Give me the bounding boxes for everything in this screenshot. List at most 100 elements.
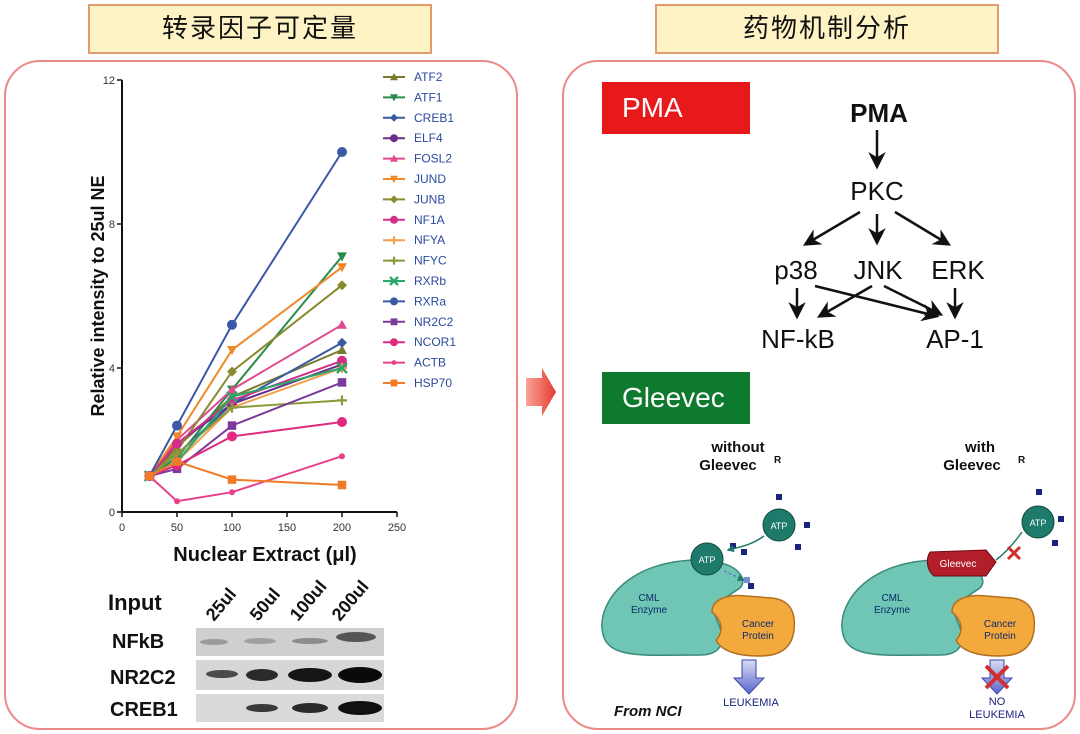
legend-label: NF1A bbox=[414, 213, 445, 227]
pma-pathway: PMA PKC p38 JNK ERK NF-kB AP-1 bbox=[761, 98, 985, 354]
legend-label: RXRa bbox=[414, 294, 446, 308]
pma-tag: PMA bbox=[602, 82, 750, 134]
wb-band bbox=[246, 704, 278, 712]
legend-label: ATF1 bbox=[414, 90, 443, 104]
pathway-arrows bbox=[788, 130, 964, 322]
data-point bbox=[172, 438, 182, 449]
block-x-icon bbox=[1006, 545, 1022, 561]
x-tick-label: 50 bbox=[171, 522, 183, 534]
legend-item: NFYA bbox=[383, 233, 445, 247]
enzyme-label: Enzyme bbox=[631, 605, 668, 616]
x-axis-label: Nuclear Extract (μl) bbox=[173, 544, 356, 566]
data-point bbox=[391, 360, 397, 365]
legend-item: RXRb bbox=[383, 274, 446, 288]
data-point bbox=[227, 366, 237, 377]
legend-label: RXRb bbox=[414, 274, 446, 288]
registered-mark: R bbox=[1018, 455, 1026, 466]
wb-band bbox=[292, 638, 328, 644]
legend-item: NF1A bbox=[383, 213, 445, 227]
data-point bbox=[390, 338, 398, 347]
registered-mark: R bbox=[774, 455, 782, 466]
cancer-protein-shape bbox=[951, 594, 1036, 657]
pathway-pma: PMA bbox=[850, 98, 908, 128]
transition-arrow bbox=[526, 368, 556, 416]
data-point bbox=[336, 362, 348, 374]
protein-label: Protein bbox=[984, 631, 1016, 642]
legend-item: NCOR1 bbox=[383, 335, 456, 349]
legend-item: CREB1 bbox=[383, 111, 454, 125]
atp-label: ATP bbox=[771, 521, 788, 531]
data-point bbox=[172, 432, 182, 442]
data-point bbox=[337, 395, 347, 406]
legend-item: NR2C2 bbox=[383, 315, 454, 329]
legend-label: NR2C2 bbox=[414, 315, 454, 329]
pathway-jnk: JNK bbox=[853, 255, 903, 285]
data-point bbox=[337, 252, 347, 262]
series-line bbox=[148, 151, 343, 477]
legend-item: FOSL2 bbox=[383, 152, 452, 166]
data-point bbox=[390, 94, 398, 102]
data-point bbox=[390, 134, 398, 143]
data-point bbox=[389, 276, 399, 286]
series-line bbox=[148, 266, 343, 477]
pathway-pkc: PKC bbox=[850, 176, 903, 206]
pathway-erk: ERK bbox=[931, 255, 985, 285]
legend-label: NFYC bbox=[414, 254, 447, 268]
western-blot: Input 25ul 50ul 100ul 200ul NFkB NR2C2 C… bbox=[108, 576, 384, 722]
data-point bbox=[390, 195, 398, 204]
data-point bbox=[390, 215, 398, 224]
wb-band bbox=[336, 632, 376, 642]
no-label: NO bbox=[989, 696, 1006, 708]
protein-label: Protein bbox=[742, 631, 774, 642]
legend-label: ELF4 bbox=[414, 131, 443, 145]
y-axis-label: Relative intensity to 25ul NE bbox=[88, 175, 108, 416]
data-point bbox=[227, 475, 237, 484]
legend-item: ACTB bbox=[383, 356, 446, 370]
wb-lane-label: 200ul bbox=[328, 576, 373, 624]
legend-item: JUND bbox=[383, 172, 446, 186]
with-label-gleevec: Gleevec bbox=[943, 457, 1001, 474]
data-point bbox=[337, 417, 347, 427]
data-point bbox=[227, 402, 237, 413]
legend-label: FOSL2 bbox=[414, 152, 452, 166]
data-point bbox=[390, 113, 398, 122]
series-line bbox=[148, 323, 343, 477]
legend-item: ELF4 bbox=[383, 131, 443, 145]
data-point bbox=[227, 421, 237, 430]
enzyme-label: Enzyme bbox=[874, 605, 911, 616]
without-label-gleevec: Gleevec bbox=[699, 457, 757, 474]
data-point bbox=[337, 480, 347, 490]
data-point bbox=[337, 355, 347, 366]
x-tick-label: 250 bbox=[388, 522, 406, 534]
series-line bbox=[149, 381, 343, 477]
x-tick-label: 0 bbox=[119, 522, 125, 534]
no-leukemia-label: LEUKEMIA bbox=[969, 709, 1025, 721]
data-point bbox=[227, 346, 237, 355]
x-tick-label: 150 bbox=[278, 522, 296, 534]
series-actb bbox=[146, 453, 345, 505]
without-label: without bbox=[710, 439, 764, 456]
legend-item: RXRa bbox=[383, 294, 446, 308]
wb-lane-label: 50ul bbox=[246, 584, 284, 624]
legend-item: ATF2 bbox=[383, 70, 443, 84]
data-point bbox=[172, 457, 182, 466]
legend-label: JUND bbox=[414, 172, 446, 186]
legend-label: ATF2 bbox=[414, 70, 443, 84]
y-tick-label: 0 bbox=[109, 507, 115, 519]
data-point bbox=[227, 384, 237, 394]
atp-label: ATP bbox=[699, 555, 716, 565]
data-point bbox=[227, 431, 237, 442]
left-panel bbox=[4, 60, 518, 730]
left-banner: 转录因子可定量 bbox=[88, 4, 432, 54]
data-point bbox=[337, 319, 347, 329]
protein-label: Cancer bbox=[742, 619, 775, 630]
pathway-nfkb: NF-kB bbox=[761, 324, 835, 354]
legend-item: JUNB bbox=[383, 192, 445, 206]
series-line bbox=[149, 421, 343, 477]
atp-free bbox=[762, 508, 796, 542]
data-point bbox=[337, 263, 347, 273]
cancer-protein-shape bbox=[711, 594, 796, 657]
gleevec-tag: Gleevec bbox=[602, 372, 750, 424]
